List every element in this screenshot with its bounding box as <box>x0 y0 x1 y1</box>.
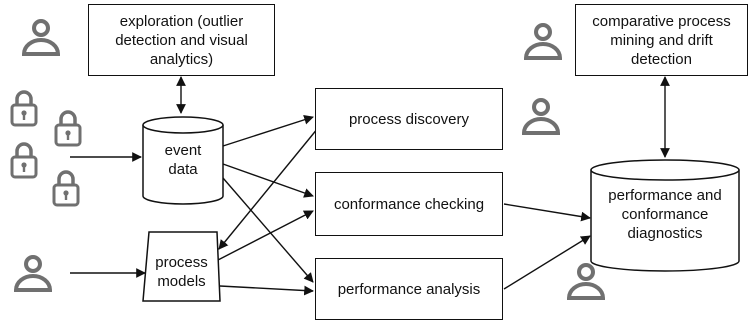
edge-conformance-diagnostics <box>503 203 591 222</box>
user-icon <box>523 23 563 60</box>
edge-discovery-models <box>218 127 319 250</box>
diagnostics-cylinder <box>590 159 740 272</box>
lock-icon <box>10 142 38 179</box>
edge-eventdata-performance <box>222 177 314 283</box>
conformance-checking-box: conformance checking <box>315 172 503 236</box>
edge-eventdata-discovery <box>222 115 314 147</box>
user-icon <box>521 98 561 135</box>
lock-icon <box>52 170 80 207</box>
lock-icon <box>54 110 82 147</box>
edge-eventdata-conformance <box>222 163 314 198</box>
edge-performance-diagnostics <box>503 235 591 290</box>
event-data-label: event data <box>164 142 202 178</box>
exploration-box: exploration (outlier detection and visua… <box>88 4 275 76</box>
process-models-shape <box>142 231 221 302</box>
edge-models-performance <box>219 285 314 296</box>
process-models-label: process models <box>155 254 208 290</box>
diagnostics-label: performance and conformance diagnostics <box>608 187 722 242</box>
event-data-cylinder <box>142 116 224 205</box>
edge-models-conformance <box>217 210 314 261</box>
edges <box>70 76 670 296</box>
user-icon <box>566 263 606 300</box>
performance-analysis-box: performance analysis <box>315 258 503 320</box>
process-discovery-box: process discovery <box>315 88 503 150</box>
lock-icon <box>10 90 38 127</box>
user-icon <box>13 255 53 292</box>
user-icon <box>21 19 61 56</box>
comparative-process-mining-box: comparative process mining and drift det… <box>575 4 748 76</box>
